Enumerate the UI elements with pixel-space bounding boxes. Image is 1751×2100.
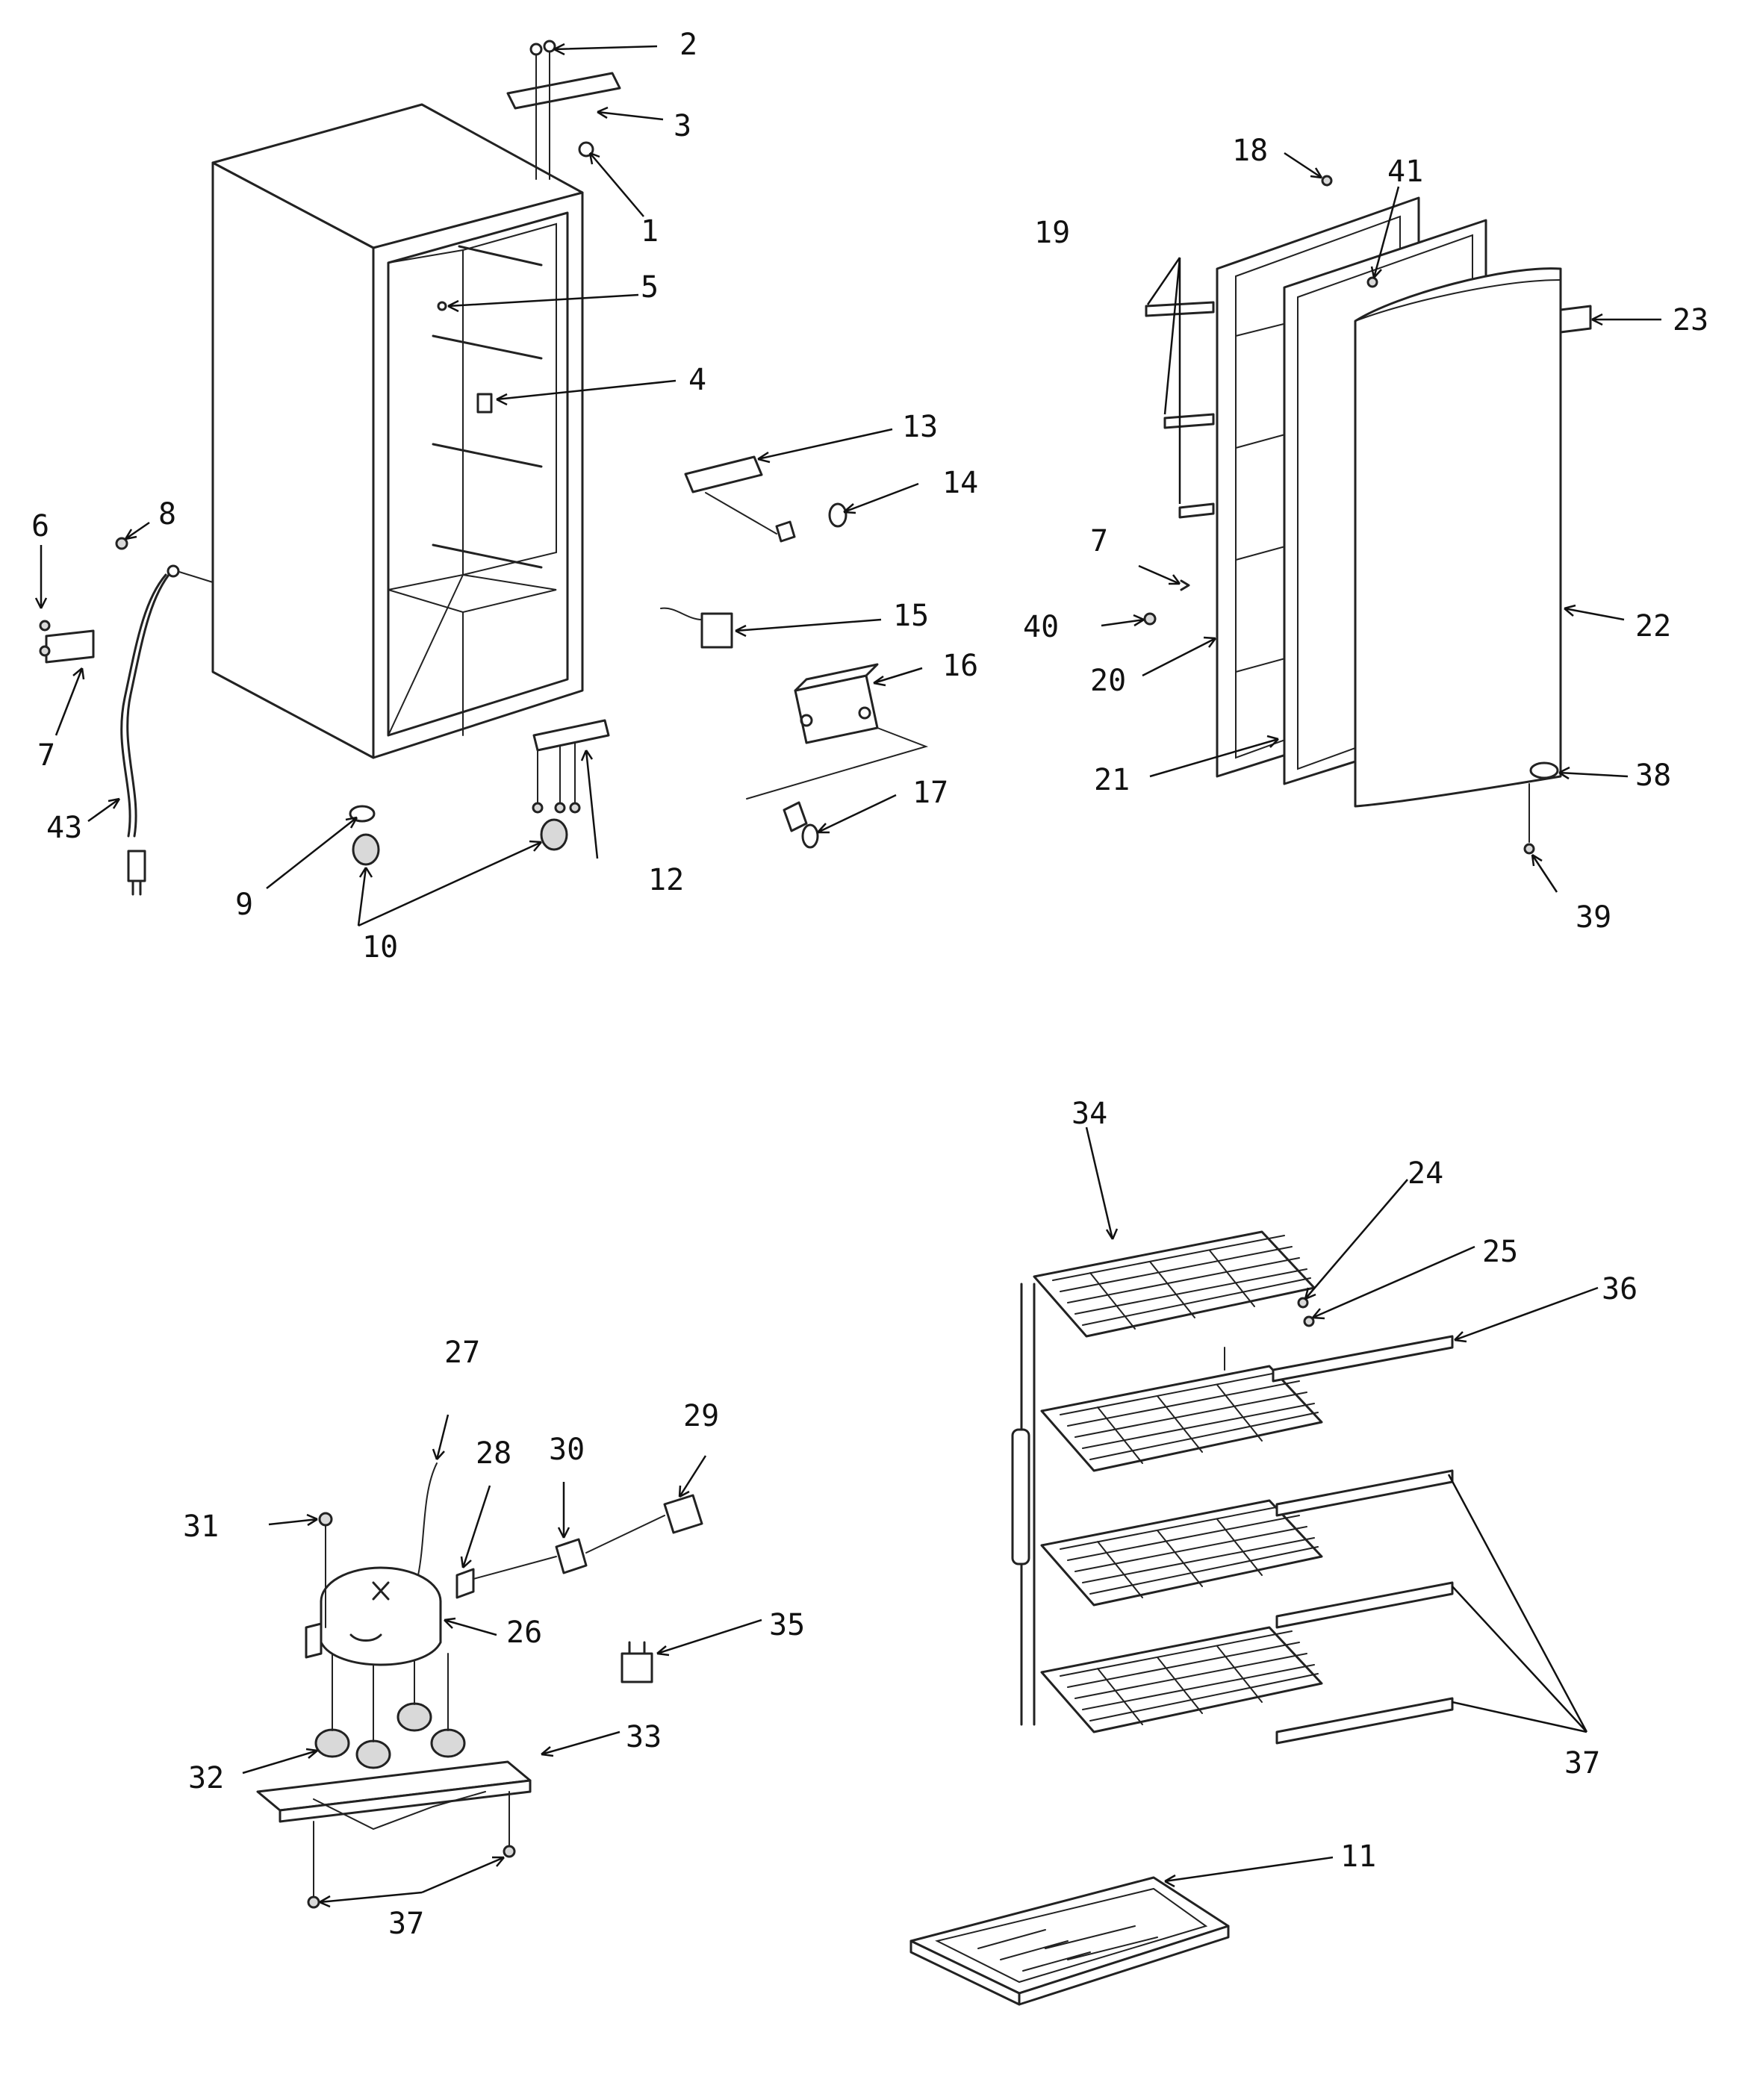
label-part-21: 21 <box>1094 763 1130 797</box>
label-part-31: 31 <box>183 1509 219 1544</box>
label-part-19: 19 <box>1034 216 1070 250</box>
part-13-14-hinge-bracket <box>684 455 847 543</box>
label-part-15: 15 <box>893 599 929 633</box>
compressor-assembly <box>256 1462 532 1909</box>
label-part-11: 11 <box>1340 1839 1376 1874</box>
label-part-7-door: 7 <box>1090 524 1108 558</box>
label-part-20: 20 <box>1090 664 1126 698</box>
bottom-hinge-and-feet <box>349 719 610 866</box>
evaporator-shelves <box>1011 1230 1454 1745</box>
label-part-26: 26 <box>506 1615 542 1650</box>
label-part-16: 16 <box>942 649 978 683</box>
label-part-36: 36 <box>1602 1272 1638 1306</box>
label-part-43: 43 <box>46 811 82 845</box>
part-15-16-17-thermostat <box>660 607 929 849</box>
top-hinge-assembly <box>506 40 621 180</box>
part-4-thermostat-knob <box>476 393 493 414</box>
label-part-37-base: 37 <box>388 1907 424 1941</box>
label-part-6: 6 <box>31 509 49 543</box>
part-5-plug <box>437 301 447 311</box>
part-10-foot-right <box>540 818 568 851</box>
label-part-1: 1 <box>641 214 659 249</box>
label-part-29: 29 <box>683 1399 719 1433</box>
label-part-7-cord: 7 <box>37 738 55 773</box>
label-part-27: 27 <box>444 1336 480 1370</box>
part-number-labels: 2 3 1 5 4 13 14 15 16 17 12 9 10 6 8 7 4… <box>31 28 1708 1941</box>
label-part-28: 28 <box>476 1436 511 1471</box>
label-part-4: 4 <box>688 363 706 397</box>
label-part-14: 14 <box>942 466 978 500</box>
leader-lines <box>34 43 1661 1908</box>
relay-overload-parts <box>455 1494 703 1683</box>
label-part-32: 32 <box>188 1761 224 1795</box>
label-part-41: 41 <box>1387 155 1423 189</box>
label-part-23: 23 <box>1673 303 1708 337</box>
label-part-34: 34 <box>1072 1097 1107 1131</box>
part-10-foot-left <box>352 833 380 866</box>
label-part-39: 39 <box>1576 900 1611 935</box>
door-assembly <box>1143 175 1592 855</box>
label-part-37-shelves: 37 <box>1564 1746 1600 1780</box>
label-part-25: 25 <box>1482 1235 1518 1269</box>
label-part-9: 9 <box>235 888 253 922</box>
label-part-22: 22 <box>1635 609 1671 644</box>
part-18-screw <box>1321 175 1333 187</box>
cabinet-body <box>211 103 584 759</box>
label-part-24: 24 <box>1408 1156 1443 1191</box>
label-part-5: 5 <box>641 270 659 305</box>
label-part-40: 40 <box>1023 610 1059 644</box>
label-part-3: 3 <box>674 109 691 143</box>
label-part-12: 12 <box>648 863 684 897</box>
label-part-8: 8 <box>158 497 176 532</box>
label-part-2: 2 <box>679 28 697 62</box>
power-cord <box>39 537 214 896</box>
label-part-17: 17 <box>912 776 948 810</box>
label-part-10: 10 <box>362 930 398 965</box>
part-7-clip <box>1180 579 1190 591</box>
label-part-30: 30 <box>549 1433 585 1467</box>
label-part-18: 18 <box>1232 134 1268 168</box>
label-part-33: 33 <box>626 1720 662 1754</box>
label-part-35: 35 <box>769 1608 805 1642</box>
label-part-13: 13 <box>902 410 938 444</box>
part-41-plug <box>1366 276 1378 288</box>
part-40-washer <box>1143 612 1157 626</box>
label-part-38: 38 <box>1635 758 1671 793</box>
drip-tray <box>909 1876 1230 2006</box>
